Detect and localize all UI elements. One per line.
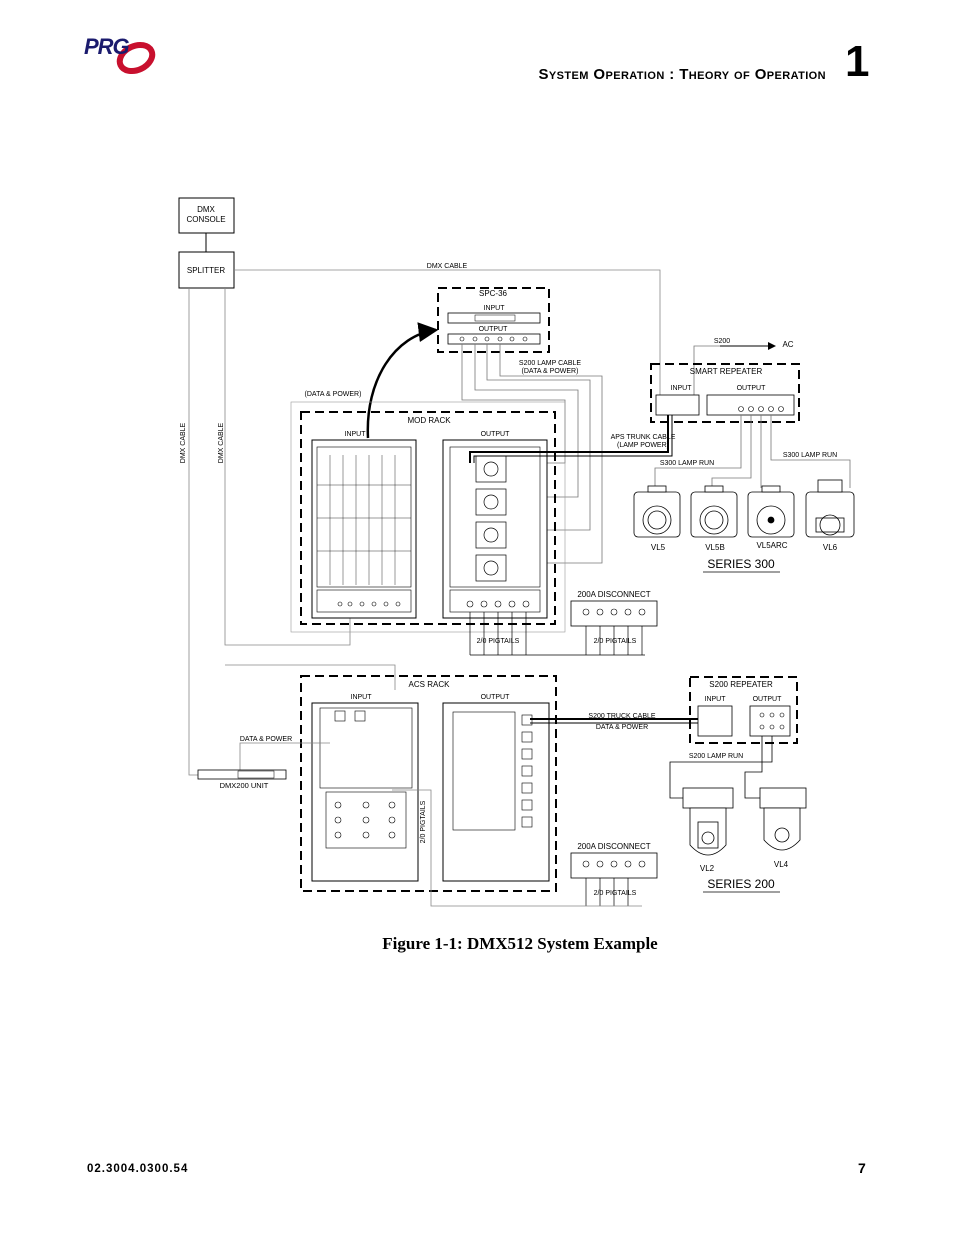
spc36-unit: SPC-36 INPUT OUTPUT [437,287,550,353]
aps-trunk-label-2: (LAMP POWER) [617,442,669,449]
disconnect-2 [570,852,658,879]
acs-output-label: OUTPUT [481,694,511,701]
dmx-console-box: DMX CONSOLE [178,197,235,234]
mod-rack-label: MOD RACK [407,416,451,425]
mod-rack: MOD RACK INPUT OUTPUT [290,401,566,633]
logo-text: PRG [84,34,130,59]
smart-repeater: SMART REPEATER INPUT OUTPUT [650,363,800,423]
series-200-label: SERIES 200 [707,877,775,891]
acs-rack: ACS RACK INPUT OUTPUT [300,675,557,892]
pigtails-vertical-label: 2/0 PIGTAILS [420,800,427,843]
vl2-fixture-icon [682,787,734,856]
pigtail-lines-1 [469,612,645,656]
spc-output-cables [461,344,603,564]
acs-rack-label: ACS RACK [409,680,451,689]
pigtails-label-2: 2/0 PIGTAILS [594,638,637,645]
disconnect-2-label: 200A DISCONNECT [577,842,650,851]
spc-input-label: INPUT [484,305,506,312]
splitter-label: SPLITTER [187,266,225,275]
vl6-label: VL6 [823,543,838,552]
chapter-number: 1 [845,37,870,86]
s200-repeater-label: S200 REPEATER [709,680,773,689]
s200-top-label: S200 [714,338,730,345]
prg-logo-swoosh-icon [116,41,156,75]
smart-repeater-label: SMART REPEATER [690,367,763,376]
dmx200-unit [197,769,287,780]
series-300-label: SERIES 300 [707,557,775,571]
s300-lamp-runs [654,415,851,488]
s300-lamp-run-label-2: S300 LAMP RUN [783,452,837,459]
pigtail-lines-2 [585,878,629,906]
s200-lamp-run-lines [669,736,773,799]
s2r-input-label: INPUT [705,696,727,703]
vl4-fixture-icon [759,787,807,851]
mod-input-label: INPUT [345,431,367,438]
dmx-cable-vertical-2: DMX CABLE [218,422,225,463]
aps-trunk-label-1: APS TRUNK CABLE [611,434,676,441]
dmx-cable-lines [188,269,661,776]
figure-caption: Figure 1-1: DMX512 System Example [382,934,658,953]
s2r-output-label: OUTPUT [753,696,783,703]
vl2-label: VL2 [700,864,715,873]
dmx200-unit-label: DMX200 UNIT [220,781,269,790]
data-power-acs-label: DATA & POWER [240,736,292,743]
acs-input-label: INPUT [351,694,373,701]
vl5-fixture-icon [633,485,681,538]
splitter-box: SPLITTER [178,251,235,289]
prg-logo [82,32,162,82]
page-number: 7 [858,1160,866,1176]
s200-repeater: S200 REPEATER INPUT OUTPUT [689,676,798,744]
section-title: System Operation : Theory of Operation [538,66,826,83]
vl5b-fixture-icon [690,485,738,538]
s200-truck-label-1: S200 TRUCK CABLE [588,713,656,720]
spc-output-label: OUTPUT [479,326,509,333]
disconnect-1 [570,600,658,627]
aps-trunk-cable [469,410,669,463]
document-number: 02.3004.0300.54 [87,1163,189,1175]
sr-input-label: INPUT [671,385,693,392]
vl5b-label: VL5B [705,543,725,552]
vl5arc-fixture-icon [747,485,795,538]
curved-arrow-icon [366,322,439,439]
dmx-console-label-1: DMX [197,205,215,214]
disconnect-1-label: 200A DISCONNECT [577,590,650,599]
s200-truck-label-2: DATA & POWER [596,724,648,731]
mod-output-label: OUTPUT [481,431,511,438]
data-power-mod-label: (DATA & POWER) [305,391,362,398]
ac-label: AC [782,340,793,349]
s200-lamp-cable-label-2: (DATA & POWER) [522,368,579,375]
dmx-console-label-2: CONSOLE [186,215,225,224]
pigtails-label-1: 2/0 PIGTAILS [477,638,520,645]
dmx-cable-vertical-1: DMX CABLE [180,422,187,463]
vl5-label: VL5 [651,543,666,552]
dmx-cable-top-label: DMX CABLE [427,263,468,270]
vl6-fixture-icon [805,479,855,538]
s300-lamp-run-label-1: S300 LAMP RUN [660,460,714,467]
vl4-label: VL4 [774,860,789,869]
s200-lamp-cable-label-1: S200 LAMP CABLE [519,360,581,367]
s200-lamp-run-label: S200 LAMP RUN [689,753,743,760]
pigtails-label-3: 2/0 PIGTAILS [594,890,637,897]
sr-output-label: OUTPUT [737,385,767,392]
vl5arc-label: VL5ARC [756,541,787,550]
spc36-label: SPC-36 [479,289,508,298]
